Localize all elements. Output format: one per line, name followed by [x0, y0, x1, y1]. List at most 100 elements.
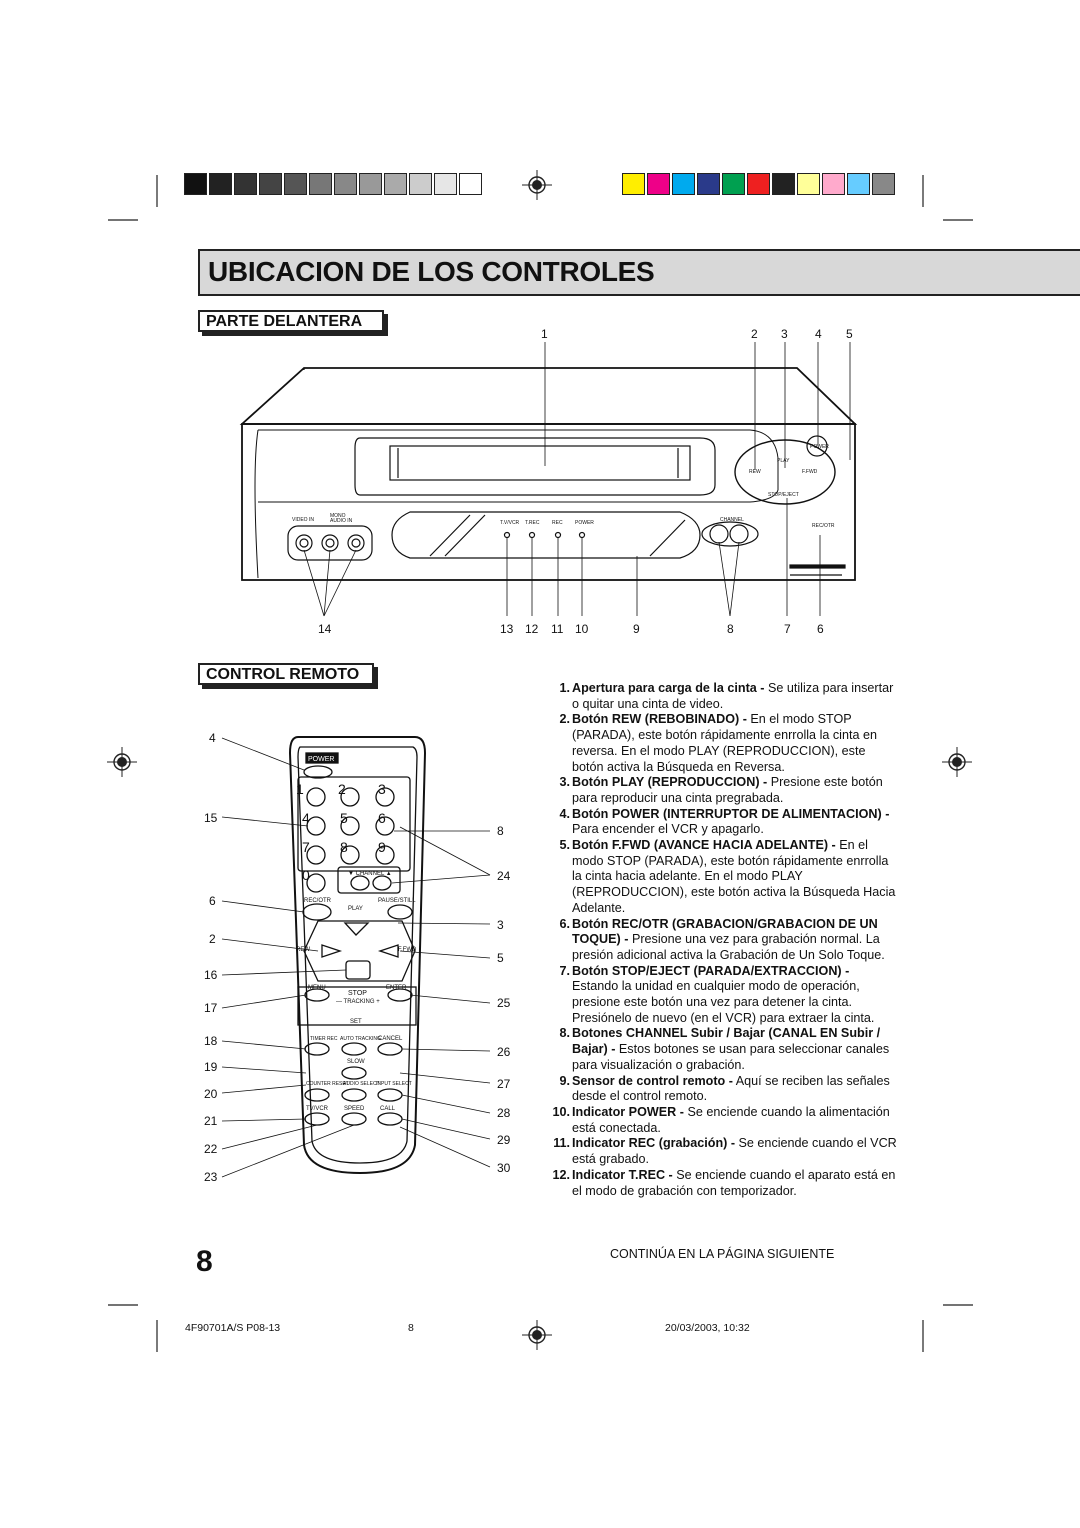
remote-callout-8: 8: [497, 824, 504, 838]
item-number: 4.: [559, 806, 570, 821]
continue-note: CONTINÚA EN LA PÁGINA SIGUIENTE: [610, 1247, 835, 1261]
item-heading: Botones CHANNEL Subir / Bajar (CANAL EN …: [572, 1026, 881, 1057]
item-text: En el modo STOP (PARADA), este botón ráp…: [572, 838, 896, 915]
svg-text:TIMER REC: TIMER REC: [310, 1036, 338, 1042]
callout-9: 9: [633, 622, 640, 636]
svg-text:REW: REW: [749, 469, 761, 475]
item-heading: Botón REC/OTR (GRABACION/GRABACION DE UN…: [572, 916, 878, 947]
svg-text:CHANNEL: CHANNEL: [720, 517, 744, 523]
item-number: 3.: [559, 775, 570, 790]
item-heading: Sensor de control remoto -: [572, 1073, 733, 1088]
item-number: 2.: [559, 712, 570, 727]
remote-callout-25: 25: [497, 996, 511, 1010]
svg-text:INPUT SELECT: INPUT SELECT: [376, 1081, 412, 1087]
gray-swatch: [259, 173, 282, 195]
color-swatch: [647, 173, 670, 195]
svg-text:7: 7: [302, 839, 310, 855]
svg-text:F.FWD: F.FWD: [802, 469, 818, 475]
item-text: Presione una vez para grabación normal. …: [572, 932, 885, 962]
item-number: 8.: [559, 1026, 570, 1041]
item-heading: Indicator REC (grabación) -: [572, 1136, 736, 1151]
description-item: 8.Botones CHANNEL Subir / Bajar (CANAL E…: [548, 1026, 898, 1073]
remote-callout-26: 26: [497, 1045, 511, 1059]
svg-text:MONO: MONO: [330, 513, 346, 519]
svg-text:POWER: POWER: [575, 520, 594, 526]
remote-callout-29: 29: [497, 1133, 511, 1147]
callout-11: 11: [551, 622, 564, 636]
item-number: 1.: [559, 681, 570, 695]
gray-swatch: [359, 173, 382, 195]
item-heading: Botón POWER (INTERRUPTOR DE ALIMENTACION…: [572, 806, 890, 821]
svg-text:2: 2: [338, 781, 346, 797]
gray-swatch: [384, 173, 407, 195]
description-item: 4.Botón POWER (INTERRUPTOR DE ALIMENTACI…: [548, 807, 898, 838]
callout-1: 1: [541, 327, 548, 341]
color-swatch: [797, 173, 820, 195]
callout-10: 10: [575, 622, 589, 636]
item-heading: Botón F.FWD (AVANCE HACIA ADELANTE) -: [572, 838, 836, 853]
svg-text:CALL: CALL: [380, 1106, 396, 1112]
remote-callout-4: 4: [209, 731, 216, 745]
gray-swatch: [409, 173, 432, 195]
remote-callout-22: 22: [204, 1142, 218, 1156]
description-item: 10.Indicator POWER - Se enciende cuando …: [548, 1105, 898, 1136]
callout-4: 4: [815, 327, 822, 341]
svg-text:MENU: MENU: [308, 985, 326, 991]
svg-text:SPEED: SPEED: [344, 1106, 365, 1112]
remote-callout-15: 15: [204, 811, 218, 825]
svg-text:COUNTER RESET: COUNTER RESET: [306, 1081, 349, 1087]
remote-callout-5: 5: [497, 951, 504, 965]
svg-text:F.FWD: F.FWD: [398, 947, 417, 953]
color-swatch: [847, 173, 870, 195]
title-banner: UBICACION DE LOS CONTROLES: [198, 249, 1080, 296]
svg-text:TV/VCR: TV/VCR: [306, 1106, 329, 1112]
callout-2: 2: [751, 327, 758, 341]
svg-text:4: 4: [302, 810, 310, 826]
gray-swatch: [459, 173, 482, 195]
crosshair-right: [942, 747, 972, 777]
description-item: 1.Apertura para carga de la cinta - Se u…: [548, 681, 898, 712]
crosshair-top: [522, 170, 552, 200]
callout-8: 8: [727, 622, 734, 636]
crosshair-bottom: [522, 1320, 552, 1350]
item-text: Estos botones se usan para seleccionar c…: [572, 1042, 890, 1072]
color-swatch: [822, 173, 845, 195]
svg-text:AUDIO IN: AUDIO IN: [330, 518, 353, 524]
item-number: 12.: [552, 1167, 570, 1182]
remote-callout-30: 30: [497, 1161, 511, 1175]
remote-callout-3: 3: [497, 918, 504, 932]
footer-page: 8: [408, 1322, 414, 1334]
item-heading: Botón STOP/EJECT (PARADA/EXTRACCION) -: [572, 963, 850, 978]
svg-text:STOP/EJECT: STOP/EJECT: [768, 492, 799, 498]
remote-callout-19: 19: [204, 1060, 218, 1074]
remote-callout-18: 18: [204, 1034, 218, 1048]
color-swatch: [672, 173, 695, 195]
item-text: En el modo STOP (PARADA), este botón ráp…: [572, 712, 877, 774]
remote-callout-23: 23: [204, 1170, 218, 1184]
item-heading: Indicator T.REC -: [572, 1167, 673, 1182]
callout-6: 6: [817, 622, 824, 636]
gray-swatch: [184, 173, 207, 195]
description-item: 7.Botón STOP/EJECT (PARADA/EXTRACCION) -…: [548, 964, 898, 1027]
item-text: Presione este botón para reproducir una …: [572, 775, 883, 805]
remote-callout-20: 20: [204, 1087, 218, 1101]
svg-text:PAUSE/STILL: PAUSE/STILL: [378, 898, 416, 904]
color-swatch: [747, 173, 770, 195]
svg-text:SLOW: SLOW: [347, 1059, 365, 1065]
description-item: 5.Botón F.FWD (AVANCE HACIA ADELANTE) - …: [548, 838, 898, 917]
svg-text:9: 9: [378, 839, 386, 855]
item-heading: Botón REW (REBOBINADO) -: [572, 712, 747, 727]
item-number: 7.: [559, 963, 570, 978]
svg-text:REC/OTR: REC/OTR: [304, 898, 332, 904]
item-heading: Apertura para carga de la cinta -: [572, 681, 765, 695]
gray-swatch: [234, 173, 257, 195]
remote-callout-21: 21: [204, 1114, 218, 1128]
description-item: 6.Botón REC/OTR (GRABACION/GRABACION DE …: [548, 917, 898, 964]
callout-13: 13: [500, 622, 514, 636]
item-text: Estando la unidad en cualquier modo de o…: [572, 979, 875, 1025]
svg-text:STOP: STOP: [348, 990, 367, 997]
svg-text:REW: REW: [296, 947, 310, 953]
color-swatch: [872, 173, 895, 195]
remote-control-diagram: POWER 1 2 3 4 5 6 7 8 9 0 ▼ CHANNEL ▲ RE…: [221, 736, 491, 1178]
item-text: Se enciende cuando el VCR está grabado.: [572, 1136, 897, 1167]
